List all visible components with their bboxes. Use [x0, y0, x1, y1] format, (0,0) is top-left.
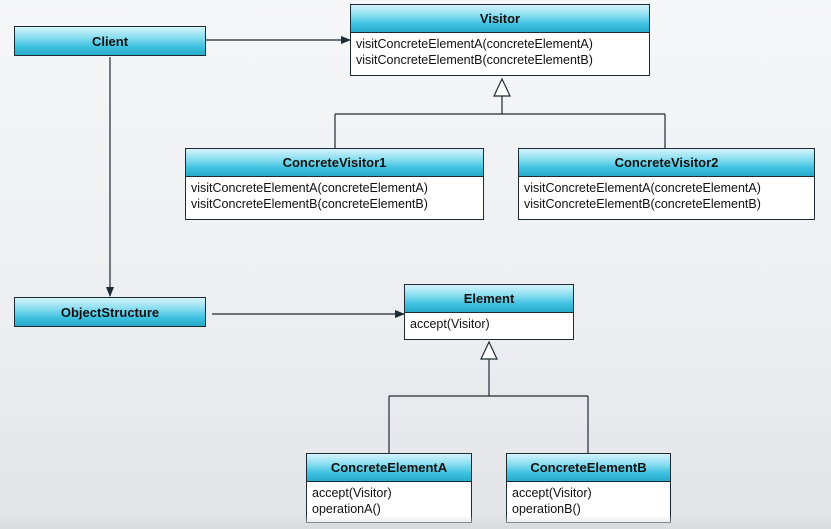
element-class-box[interactable]: Element accept(Visitor) — [404, 284, 574, 340]
concrete-visitor1-class-name: ConcreteVisitor1 — [186, 149, 483, 177]
concrete-visitor1-operations: visitConcreteElementA(concreteElementA) … — [186, 177, 483, 214]
element-generalization-triangle — [480, 340, 498, 360]
operation: visitConcreteElementA(concreteElementA) — [356, 37, 593, 51]
visitor-class-name: Visitor — [351, 5, 649, 33]
operation: visitConcreteElementA(concreteElementA) — [191, 181, 428, 195]
concrete-element-a-operations: accept(Visitor) operationA() — [307, 482, 471, 519]
operation: accept(Visitor) — [312, 486, 392, 500]
concrete-element-a-class-box[interactable]: ConcreteElementA accept(Visitor) operati… — [306, 453, 472, 523]
element-inheritance-connector — [388, 359, 589, 454]
element-class-name: Element — [405, 285, 573, 313]
operation: visitConcreteElementB(concreteElementB) — [524, 197, 761, 211]
element-operations: accept(Visitor) — [405, 313, 573, 334]
visitor-inheritance-connector — [334, 96, 666, 149]
objectstructure-class-box[interactable]: ObjectStructure — [14, 297, 206, 327]
objectstructure-class-name: ObjectStructure — [15, 298, 205, 326]
concrete-visitor2-class-name: ConcreteVisitor2 — [519, 149, 814, 177]
operation: operationA() — [312, 502, 381, 516]
concrete-visitor2-operations: visitConcreteElementA(concreteElementA) … — [519, 177, 814, 214]
concrete-element-b-operations: accept(Visitor) operationB() — [507, 482, 670, 519]
operation: visitConcreteElementA(concreteElementA) — [524, 181, 761, 195]
concrete-visitor1-class-box[interactable]: ConcreteVisitor1 visitConcreteElementA(c… — [185, 148, 484, 220]
bottom-edge-shade — [0, 515, 831, 529]
concrete-element-b-class-name: ConcreteElementB — [507, 454, 670, 482]
operation: accept(Visitor) — [410, 317, 490, 331]
operation: visitConcreteElementB(concreteElementB) — [191, 197, 428, 211]
operation: visitConcreteElementB(concreteElementB) — [356, 53, 593, 67]
operation: operationB() — [512, 502, 581, 516]
concrete-visitor2-class-box[interactable]: ConcreteVisitor2 visitConcreteElementA(c… — [518, 148, 815, 220]
operation: accept(Visitor) — [512, 486, 592, 500]
client-class-name: Client — [15, 27, 205, 55]
concrete-element-a-class-name: ConcreteElementA — [307, 454, 471, 482]
visitor-operations: visitConcreteElementA(concreteElementA) … — [351, 33, 649, 70]
concrete-element-b-class-box[interactable]: ConcreteElementB accept(Visitor) operati… — [506, 453, 671, 523]
visitor-class-box[interactable]: Visitor visitConcreteElementA(concreteEl… — [350, 4, 650, 76]
visitor-generalization-triangle — [493, 77, 511, 97]
client-class-box[interactable]: Client — [14, 26, 206, 56]
